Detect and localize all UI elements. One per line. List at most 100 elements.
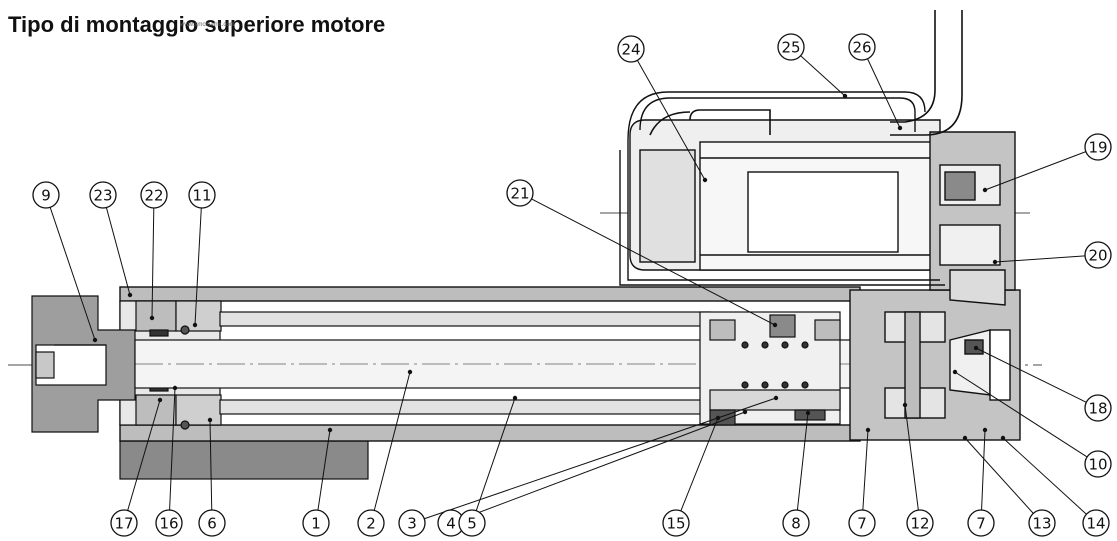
callout-circle	[110, 509, 138, 537]
callout-circle	[1084, 241, 1112, 269]
callout-circle	[777, 33, 805, 61]
diagram-title: Tipo di montaggio superiore motore	[8, 12, 386, 37]
callout-circle	[302, 509, 330, 537]
callout-4: 4	[437, 409, 748, 537]
callout-2: 2	[357, 369, 413, 537]
callout-7: 7	[967, 427, 995, 537]
callout-9: 9	[32, 181, 98, 343]
callout-circle	[1084, 133, 1112, 161]
leader-dot	[127, 292, 133, 298]
callout-circle	[617, 35, 645, 63]
leader-line	[636, 60, 706, 181]
leader-line	[1002, 437, 1087, 515]
callout-number: 24	[621, 41, 640, 59]
leader-line	[975, 347, 1087, 403]
callout-21: 21	[506, 179, 778, 328]
leader-line	[531, 198, 776, 326]
leader-dot	[157, 397, 163, 403]
callout-number: 18	[1088, 400, 1107, 418]
callout-circle	[140, 181, 168, 209]
callout-26: 26	[848, 33, 903, 131]
base-plate	[119, 440, 369, 480]
leader-dot	[865, 427, 871, 433]
leader-dot	[973, 345, 979, 351]
callout-number: 25	[781, 39, 800, 57]
motor-cable	[649, 10, 963, 136]
leader-line	[984, 151, 1087, 191]
watermark-text: www.smcmatrix.com	[180, 22, 235, 28]
callout-15: 15	[662, 415, 721, 537]
callout-circle	[357, 509, 385, 537]
leader-line	[981, 429, 986, 511]
callout-11: 11	[188, 181, 216, 328]
end-housing	[849, 289, 1021, 441]
piston-assembly	[699, 311, 841, 426]
leader-dot	[327, 427, 333, 433]
callout-circle	[32, 181, 60, 209]
leader-dot	[172, 385, 178, 391]
leader-dot	[902, 402, 908, 408]
motor	[629, 119, 941, 271]
callout-20: 20	[992, 241, 1112, 269]
callout-circle	[188, 181, 216, 209]
callout-number: 2	[366, 515, 376, 533]
leader-line	[209, 419, 213, 511]
callout-circle	[1028, 509, 1056, 537]
leader-line	[680, 417, 719, 512]
callout-circle	[848, 509, 876, 537]
callout-24: 24	[617, 35, 708, 183]
leader-dot	[952, 369, 958, 375]
callout-14: 14	[1000, 435, 1110, 537]
callout-circle	[198, 509, 226, 537]
leader-line	[867, 58, 901, 129]
leader-line	[904, 404, 919, 511]
leader-dot	[982, 187, 988, 193]
leader-dot	[702, 177, 708, 183]
motor-bracket	[929, 131, 1016, 306]
callout-number: 7	[857, 515, 867, 533]
leader-line	[127, 399, 161, 511]
callout-circle	[398, 509, 426, 537]
callout-19: 19	[982, 133, 1112, 193]
leader-dot	[897, 125, 903, 131]
callout-6: 6	[198, 417, 226, 537]
callout-number: 12	[910, 515, 929, 533]
callout-circle	[458, 509, 486, 537]
callout-number: 6	[207, 515, 217, 533]
callout-number: 5	[467, 515, 477, 533]
callout-number: 9	[41, 187, 51, 205]
callout-8: 8	[782, 410, 811, 537]
inner-tube	[219, 311, 711, 415]
leader-dot	[512, 395, 518, 401]
callout-circle	[1084, 450, 1112, 478]
leader-dot	[982, 427, 988, 433]
leader-line	[373, 371, 411, 511]
leader-line	[169, 387, 176, 511]
leader-line	[424, 397, 777, 520]
callout-number: 8	[791, 515, 801, 533]
callout-circle	[848, 33, 876, 61]
callout-17: 17	[110, 397, 163, 537]
callout-number: 13	[1032, 515, 1051, 533]
leader-line	[317, 429, 331, 511]
leader-dot	[192, 322, 198, 328]
callout-circle	[782, 509, 810, 537]
leader-dot	[992, 259, 998, 265]
leader-dot	[842, 93, 848, 99]
callout-circle	[1082, 509, 1110, 537]
leader-dot	[962, 435, 968, 441]
leader-line	[194, 207, 202, 326]
callout-number: 4	[446, 515, 456, 533]
callout-number: 21	[510, 185, 529, 203]
leader-line	[994, 255, 1086, 263]
callout-12: 12	[902, 402, 934, 537]
leader-dot	[1000, 435, 1006, 441]
leader-dot	[715, 415, 721, 421]
callout-1: 1	[302, 427, 333, 537]
callout-number: 15	[666, 515, 685, 533]
callout-number: 7	[976, 515, 986, 533]
callout-number: 3	[407, 515, 417, 533]
leader-dot	[742, 409, 748, 415]
